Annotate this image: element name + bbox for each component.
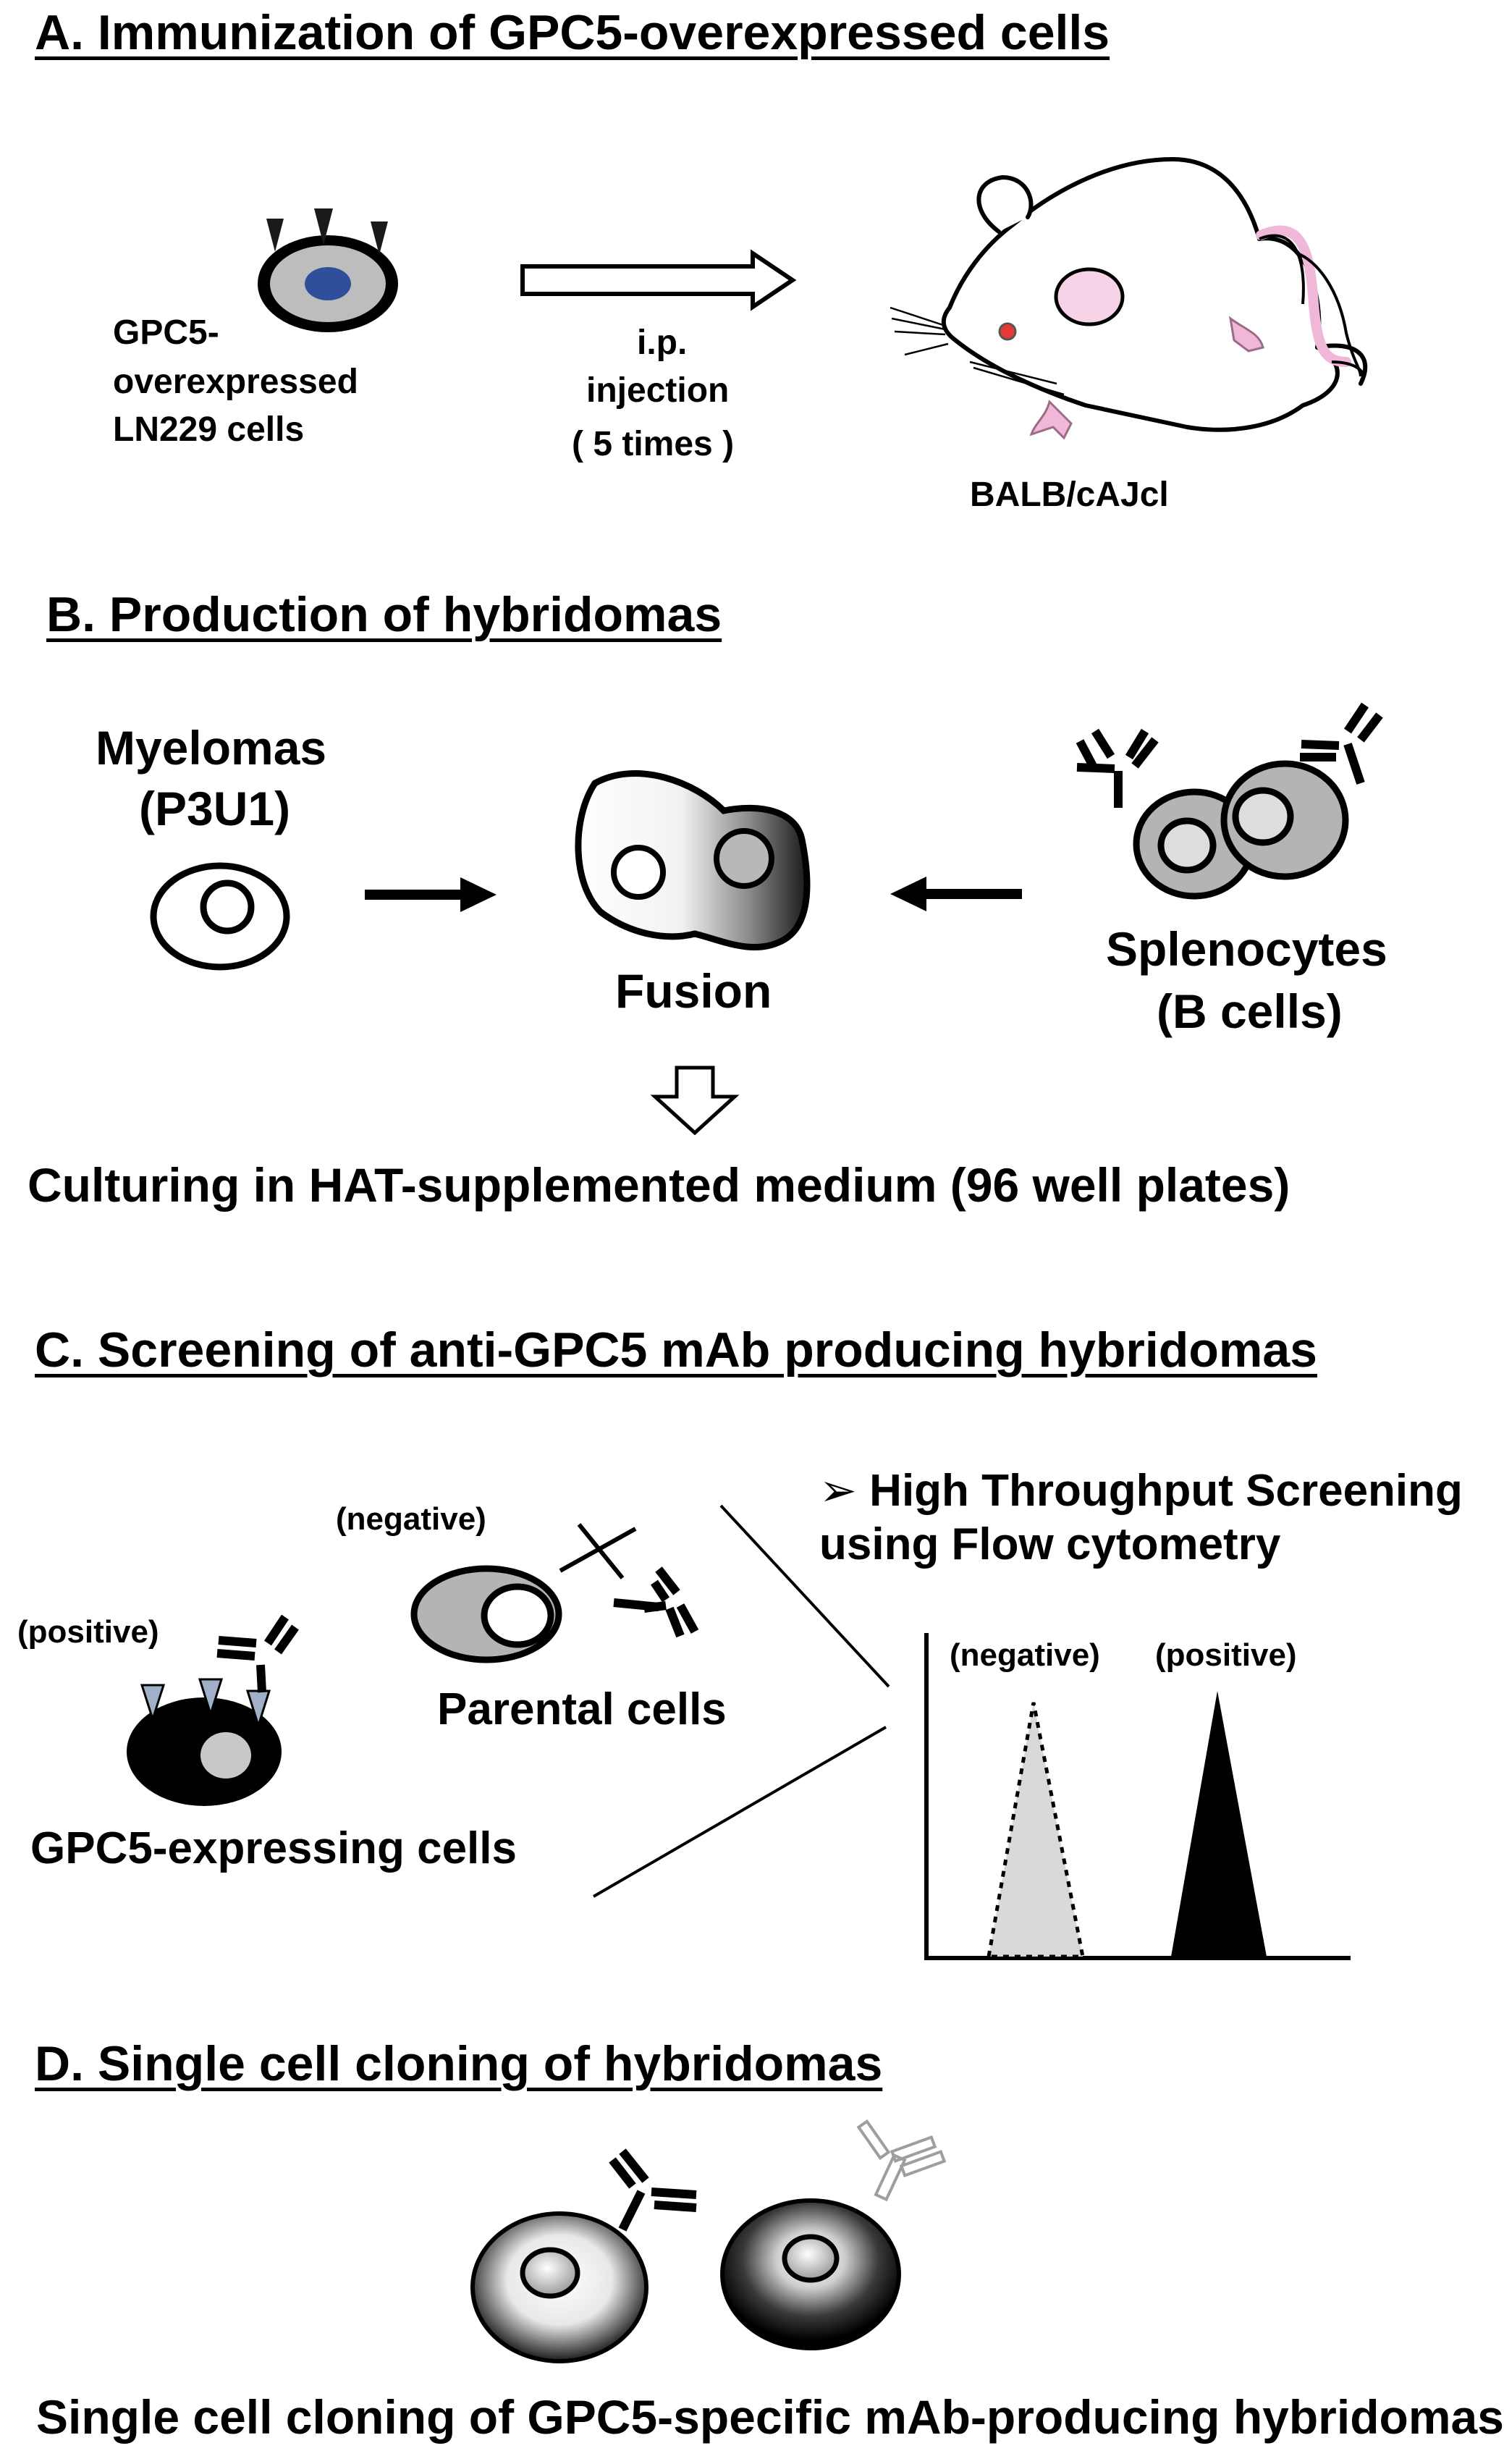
myeloma-label-line1: Myelomas (96, 721, 327, 775)
gpc5-cell-label-line3: LN229 cells (113, 410, 305, 449)
antibody-icon-2 (1300, 702, 1383, 785)
positive-cell-label: (positive) (17, 1614, 159, 1650)
fusion-label: Fusion (615, 964, 772, 1018)
negative-cell-label: (negative) (336, 1501, 486, 1537)
gpc5-cell-label-line2: overexpressed (113, 363, 358, 401)
section-c-heading: C. Screening of anti-GPC5 mAb producing … (35, 1322, 1317, 1377)
gpc5-expressing-cell (127, 1678, 282, 1806)
positive-peak (1171, 1691, 1267, 1957)
no-binding-cross-icon (559, 1523, 637, 1579)
negative-peak (987, 1702, 1086, 1959)
ip-label: i.p. (637, 324, 688, 362)
fused-hybridoma-cell (575, 770, 811, 951)
gpc5-cell-label-line1: GPC5- (113, 313, 219, 352)
myeloma-label-line2: (P3U1) (139, 782, 291, 835)
section-a-heading: A. Immunization of GPC5-overexpressed ce… (35, 5, 1110, 60)
fusion-arrow-right (890, 877, 1022, 911)
parental-cell (410, 1565, 562, 1663)
antibody-icon-4 (216, 1614, 299, 1693)
splenocyte-label-line1: Splenocytes (1106, 922, 1387, 976)
antibody-icon-1 (1076, 728, 1159, 808)
hybridoma-clone-2 (720, 2198, 901, 2350)
culture-label: Culturing in HAT-supplemented medium (96… (28, 1158, 1290, 1212)
mouse-strain-label: BALB/cAJcl (970, 476, 1169, 514)
myeloma-cell (150, 862, 290, 971)
antibody-icon-5 (609, 2148, 697, 2232)
section-b-heading: B. Production of hybridomas (46, 587, 722, 642)
hts-label-line1: ➢ High Throughput Screening (819, 1466, 1463, 1516)
hybridoma-clone-1 (470, 2211, 649, 2363)
flow-cytometry-plot (924, 1633, 1351, 1960)
zoom-connector-lines (592, 1504, 890, 1898)
hts-label-line2: using Flow cytometry (819, 1519, 1281, 1569)
plot-positive-label: (positive) (1155, 1637, 1297, 1673)
splenocyte-cells (1133, 760, 1349, 900)
antibody-icon-3 (613, 1566, 699, 1638)
gpc5-overexpressed-cell (258, 208, 398, 332)
plot-negative-label: (negative) (950, 1637, 1100, 1673)
mouse-feet (1029, 316, 1264, 440)
injection-times-label: ( 5 times ) (572, 425, 735, 463)
injection-arrow (520, 249, 797, 311)
fusion-arrow-left (365, 877, 497, 912)
section-d-heading: D. Single cell cloning of hybridomas (35, 2036, 883, 2091)
mouse-illustration (941, 157, 1368, 432)
injection-label: injection (586, 371, 730, 410)
antibody-icon-6-faded (856, 2119, 947, 2202)
mouse-tail (1256, 225, 1365, 381)
splenocyte-label-line2: (B cells) (1157, 984, 1343, 1038)
cloning-caption: Single cell cloning of GPC5-specific mAb… (36, 2390, 1504, 2444)
culture-down-arrow (650, 1066, 740, 1136)
mouse-whiskers (890, 306, 1065, 396)
parental-cells-label: Parental cells (437, 1684, 727, 1734)
gpc5-expressing-cells-label: GPC5-expressing cells (30, 1823, 517, 1873)
